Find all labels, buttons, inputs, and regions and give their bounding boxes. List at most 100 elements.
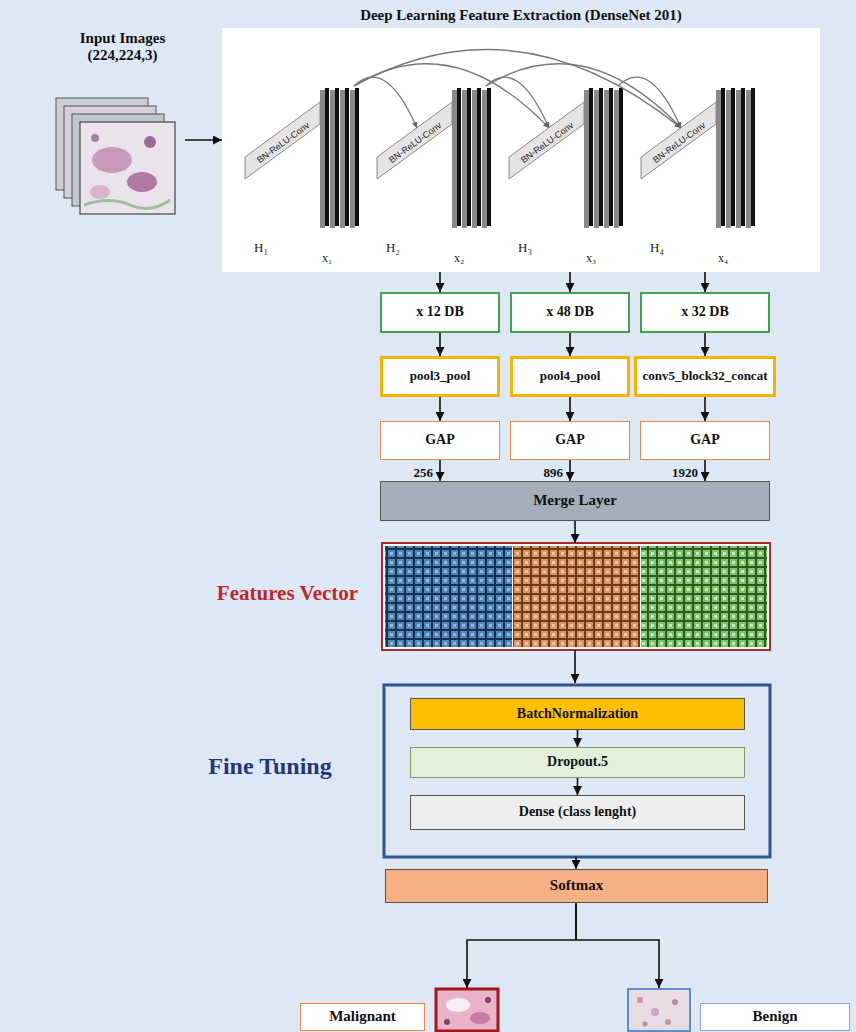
image-stack: [84, 200, 170, 209]
connector-arrow: [575, 857, 577, 869]
node-text: conv5_block32_concat: [643, 369, 768, 384]
node-text: GAP: [690, 432, 720, 448]
densenet-illustration: [377, 88, 491, 228]
figure-label: x₂: [454, 252, 464, 265]
fine-tuning-frame: [384, 685, 770, 857]
label-holder: H₄: [650, 238, 664, 256]
label-holder: x₃: [586, 248, 596, 266]
image-stack: [144, 136, 156, 148]
connector-arrow: [577, 730, 579, 747]
malignant-image: [436, 989, 498, 1031]
benign-image: [628, 989, 690, 1031]
image-stack: [92, 147, 132, 173]
connector-arrow: [704, 397, 706, 421]
densenet-illustration: [245, 88, 359, 228]
figure-label: x₁: [322, 252, 332, 265]
benign-image: [665, 1019, 671, 1025]
malignant-image: [444, 1019, 450, 1025]
densenet-illustration: [486, 64, 681, 128]
densenet-illustration: [354, 77, 417, 128]
benign-image: [672, 999, 678, 1005]
heading-holder: Deep Learning Feature Extraction (DenseN…: [222, 7, 820, 24]
class-output: Malignant: [300, 988, 498, 1032]
layer-box: conv5_block32_concat: [634, 356, 777, 397]
connector-arrow: [569, 272, 571, 292]
connector-arrow: [704, 272, 706, 292]
densenet-illustration: [509, 88, 623, 228]
node-text: pool3_pool: [410, 369, 471, 384]
feature-vector-map: [382, 543, 770, 650]
node-text: Benign: [752, 1008, 797, 1025]
connector-arrow: [439, 397, 441, 421]
connector-arrow: [439, 272, 441, 292]
node-text: x 12 DB: [416, 304, 463, 320]
connector-arrow: [569, 333, 571, 356]
label-holder: H₁: [254, 238, 268, 256]
label-holder: x₂: [454, 248, 464, 266]
dense-block-box: x 48 DB: [510, 292, 630, 333]
figure-label: H₁: [254, 241, 268, 255]
densenet-illustration: [222, 28, 820, 272]
image-stack: [90, 185, 110, 199]
merge-box: Merge Layer: [380, 481, 770, 521]
figure-label: H₃: [518, 241, 532, 255]
connector-arrow: [574, 521, 576, 543]
figure-label: x₃: [586, 252, 596, 265]
connector-arrow: [704, 333, 706, 356]
softmax-box: Softmax: [385, 869, 768, 903]
node-text: x 48 DB: [546, 304, 593, 320]
benign-image: [643, 1022, 648, 1027]
feature-vector-map: [513, 546, 640, 647]
gap-box: GAP: [640, 421, 770, 460]
node-text: BatchNormalization: [517, 706, 638, 722]
node-text: Fine Tuning: [170, 753, 370, 781]
node-text: pool4_pool: [540, 369, 601, 384]
densenet-illustration: [354, 64, 549, 128]
figure-label: x₄: [718, 252, 728, 265]
label-holder: x₁: [322, 248, 332, 266]
feature-vector-map: [382, 543, 770, 650]
connector-arrow: [439, 460, 441, 481]
dense-block-box: x 32 DB: [640, 292, 770, 333]
class-label-box: Benign: [700, 1003, 850, 1031]
connector-arrow: [704, 460, 706, 481]
edge-label: 896: [543, 466, 565, 480]
edge-label: 1920: [671, 466, 699, 480]
densenet-illustration: [486, 77, 549, 128]
image-stack: [127, 172, 157, 192]
node-text: Deep Learning Feature Extraction (DenseN…: [222, 7, 820, 24]
connector-arrow: [569, 397, 571, 421]
benign-image: [651, 1008, 659, 1016]
edge-label-holder: 896: [543, 463, 565, 481]
densenet-illustration: [641, 88, 755, 228]
heading-holder: Features Vector: [200, 581, 375, 605]
densenet-panel: Deep Learning Feature Extraction (DenseN…: [222, 4, 820, 272]
figure-label: H₄: [650, 241, 664, 255]
class-label-box: Malignant: [300, 1003, 425, 1031]
malignant-image: [446, 998, 470, 1012]
image-stack: [80, 122, 175, 214]
label-holder: x₄: [718, 248, 728, 266]
layer-box: pool4_pool: [510, 356, 630, 397]
layer-box: Dropout.5: [410, 747, 745, 778]
benign-image: [628, 989, 690, 1031]
heading-holder: Input Images (224,224,3): [60, 30, 185, 65]
heading-holder: Fine Tuning: [170, 753, 370, 781]
feature-vector-map: [641, 546, 767, 647]
dense-block-box: x 12 DB: [380, 292, 500, 333]
class-output: Benign: [628, 988, 852, 1032]
image-stack: [56, 98, 175, 214]
feature-vector-map: [385, 546, 512, 647]
fine-tuning-group: Fine TuningBatchNormalizationDropout.5De…: [170, 683, 772, 857]
connector-arrow: [577, 778, 579, 795]
features-vector: Features Vector: [200, 543, 772, 650]
connector-arrow: [569, 460, 571, 481]
edge-label-holder: 1920: [671, 463, 699, 481]
node-text: Malignant: [329, 1008, 396, 1025]
edge-label: 256: [413, 466, 435, 480]
connector-arrow: [467, 903, 576, 988]
benign-image: [637, 997, 643, 1003]
densenet-illustration: [354, 50, 681, 128]
densenet-illustration: [618, 77, 681, 128]
